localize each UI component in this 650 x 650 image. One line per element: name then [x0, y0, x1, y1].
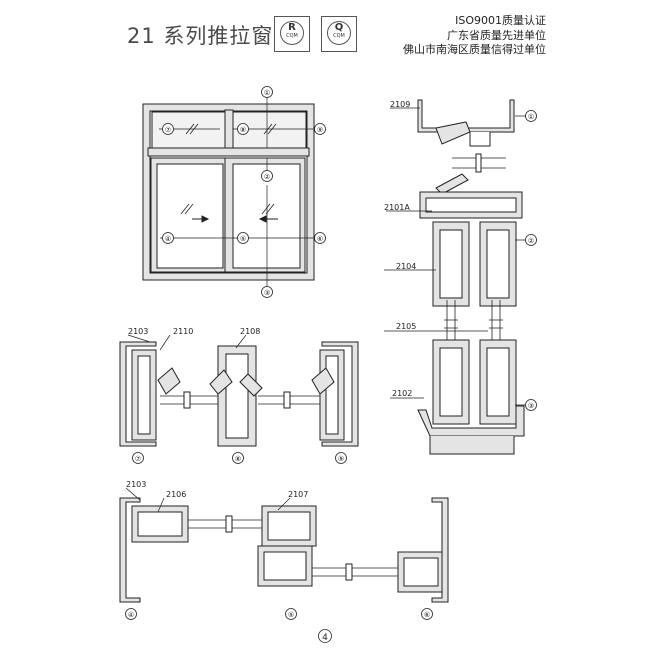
marker-labels: ① ② ③ ⑦ ⑧ ⑨ ④ ⑤ ⑥ ① ② ③ ⑦ ⑧ ⑨ ④ ⑤ ⑥ 4: [128, 89, 534, 643]
marker-4: ④: [165, 235, 171, 243]
marker-3: ③: [264, 289, 270, 297]
marker-5-section: ⑤: [288, 611, 294, 619]
marker-6-section: ⑥: [424, 611, 430, 619]
horizontal-section-bottom: [119, 497, 449, 603]
marker-2: ②: [264, 173, 270, 181]
marker-7-section: ⑦: [135, 455, 141, 463]
horizontal-section-top: [119, 341, 359, 447]
vertical-section: [417, 99, 525, 455]
page-title: 21 系列推拉窗: [127, 24, 274, 48]
marker-3-section: ③: [528, 402, 534, 410]
part-2105: 2105: [396, 322, 416, 331]
marker-6: ⑥: [317, 235, 323, 243]
r-cqm-cert-logo: R CQM: [274, 16, 310, 52]
marker-2-section: ②: [528, 237, 534, 245]
cert-circle-icon: [327, 21, 351, 45]
q-cqm-cert-logo: Q CQM: [321, 16, 357, 52]
part-2106: 2106: [166, 490, 186, 499]
cert-iso9001: ISO9001质量认证: [455, 14, 546, 27]
marker-8-section: ⑧: [235, 455, 241, 463]
part-2107: 2107: [288, 490, 308, 499]
marker-5: ⑤: [240, 235, 246, 243]
window-elevation: [142, 95, 315, 286]
marker-8: ⑧: [240, 126, 246, 134]
part-2101a: 2101A: [384, 203, 410, 212]
page-number: 4: [322, 633, 328, 643]
marker-1: ①: [264, 89, 270, 97]
part-2104: 2104: [396, 262, 416, 271]
marker-1-section: ①: [528, 113, 534, 121]
logo-sub: CQM: [333, 33, 345, 39]
part-labels: 2109 2101A 2104 2105 2102 2103 2110 2108…: [126, 100, 416, 499]
logo-letter: R: [288, 22, 296, 33]
cert-guangdong: 广东省质量先进单位: [447, 29, 546, 42]
part-2102: 2102: [392, 389, 412, 398]
logo-letter: Q: [334, 22, 344, 33]
marker-9: ⑨: [317, 126, 323, 134]
marker-7: ⑦: [165, 126, 171, 134]
part-2108: 2108: [240, 327, 260, 336]
part-2103-top: 2103: [128, 327, 148, 336]
part-2110: 2110: [173, 327, 193, 336]
cert-circle-icon: [280, 21, 304, 45]
logo-sub: CQM: [286, 33, 298, 39]
cert-foshan: 佛山市南海区质量信得过单位: [403, 43, 546, 56]
marker-4-section: ④: [128, 611, 134, 619]
part-2103-bottom: 2103: [126, 480, 146, 489]
marker-9-section: ⑨: [338, 455, 344, 463]
part-leaders: [125, 107, 526, 513]
part-2109: 2109: [390, 100, 410, 109]
marker-circles: [125, 86, 537, 643]
